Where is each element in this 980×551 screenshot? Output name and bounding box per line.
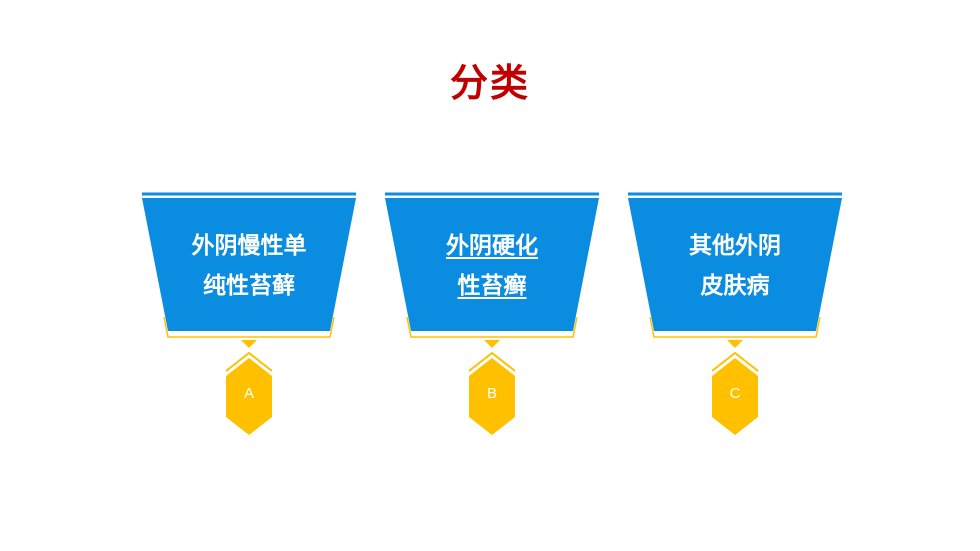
card-label-line2: 纯性苔藓 (203, 273, 295, 299)
page-title: 分类 (449, 61, 530, 105)
category-card-c[interactable]: 其他外阴 皮肤病 C (626, 188, 844, 443)
card-shape (628, 192, 842, 435)
category-card-b[interactable]: 外阴硬化 性苔癣 B (383, 188, 601, 443)
category-card-a[interactable]: 外阴慢性单 纯性苔藓 A (140, 188, 358, 443)
card-letter-badge: B (486, 385, 497, 402)
card-label: 外阴硬化 性苔癣 (383, 226, 601, 306)
card-label-line1: 其他外阴 (689, 233, 781, 259)
card-label: 外阴慢性单 纯性苔藓 (140, 226, 358, 306)
card-letter-badge: A (243, 385, 254, 402)
card-letter-badge: C (729, 385, 741, 402)
card-label-line2: 皮肤病 (700, 273, 770, 299)
card-label-line1: 外阴硬化 (446, 233, 538, 259)
card-label: 其他外阴 皮肤病 (626, 226, 844, 306)
card-shape (385, 192, 599, 435)
card-label-line2: 性苔癣 (457, 273, 527, 299)
card-shape (142, 192, 356, 435)
card-label-line1: 外阴慢性单 (191, 233, 307, 259)
